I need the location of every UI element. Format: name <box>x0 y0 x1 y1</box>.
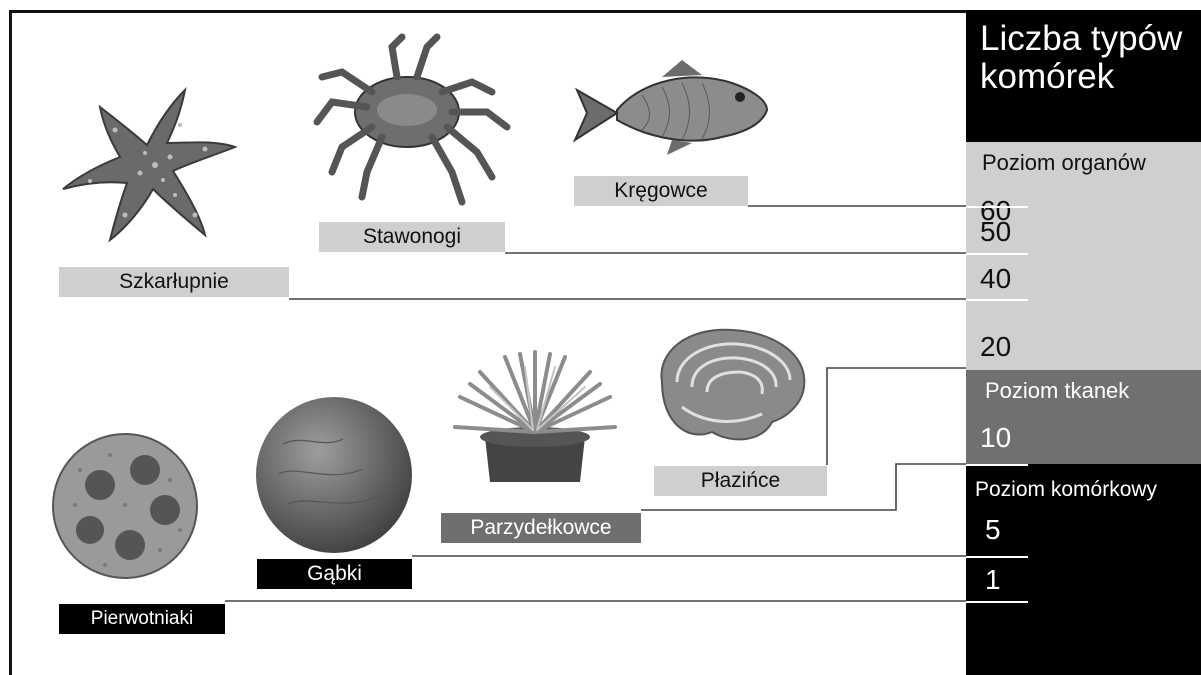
label-stawonogi: Stawonogi <box>319 222 505 252</box>
label-pierwotniaki: Pierwotniaki <box>59 604 225 634</box>
flatworm-image <box>652 322 810 447</box>
fish-image <box>572 55 772 160</box>
label-plazince: Płazińce <box>654 466 827 496</box>
sponge-image <box>253 394 415 556</box>
connector-plazince <box>827 368 966 465</box>
label-szkarlupnie: Szkarłupnie <box>59 267 289 297</box>
protozoan-image <box>50 430 200 582</box>
starfish-image <box>55 85 245 245</box>
label-parzydelkowce: Parzydełkowce <box>441 513 641 543</box>
sea-anemone-image <box>445 342 625 487</box>
label-gabki: Gąbki <box>257 559 412 589</box>
crab-image <box>312 32 512 212</box>
label-kregowce: Kręgowce <box>574 176 748 206</box>
